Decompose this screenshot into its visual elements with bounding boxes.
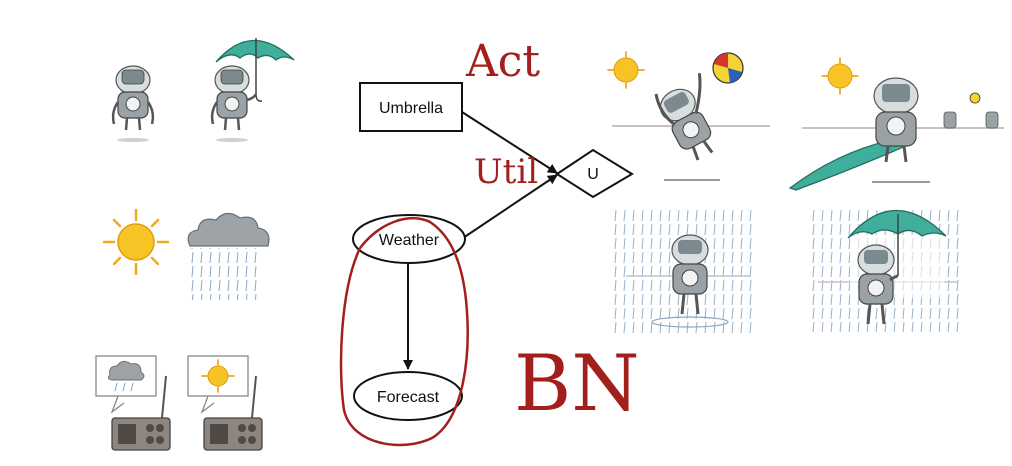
bn-grouping-loop — [339, 217, 469, 447]
utility-node: U — [555, 148, 634, 199]
edge-umbrella-to-utility — [461, 111, 558, 174]
robot-in-rain-icon — [612, 210, 754, 334]
radio-rain-forecast-icon — [95, 355, 171, 451]
robot-closed-umbrella-sun-icon — [788, 57, 1004, 191]
robot-beach-ball-sun-icon — [607, 51, 770, 181]
annotation-act: Act — [465, 36, 540, 87]
annotation-bn: BN — [514, 339, 640, 429]
radio-sun-forecast-icon — [187, 355, 263, 451]
robot-icon — [111, 65, 155, 142]
weather-node-label: Weather — [379, 232, 440, 249]
umbrella-node-label: Umbrella — [379, 100, 443, 117]
forecast-node-label: Forecast — [377, 389, 440, 406]
annotation-util: Util — [474, 152, 538, 192]
forecast-chance-node: Forecast — [353, 371, 463, 421]
rain-cloud-icon — [187, 212, 270, 300]
umbrella-decision-node: Umbrella — [359, 82, 463, 132]
robot-with-umbrella-icon — [210, 38, 295, 142]
sun-icon — [102, 208, 170, 276]
utility-node-label: U — [587, 166, 599, 183]
robot-umbrella-in-rain-icon — [808, 208, 964, 332]
edge-weather-to-utility — [462, 174, 558, 239]
